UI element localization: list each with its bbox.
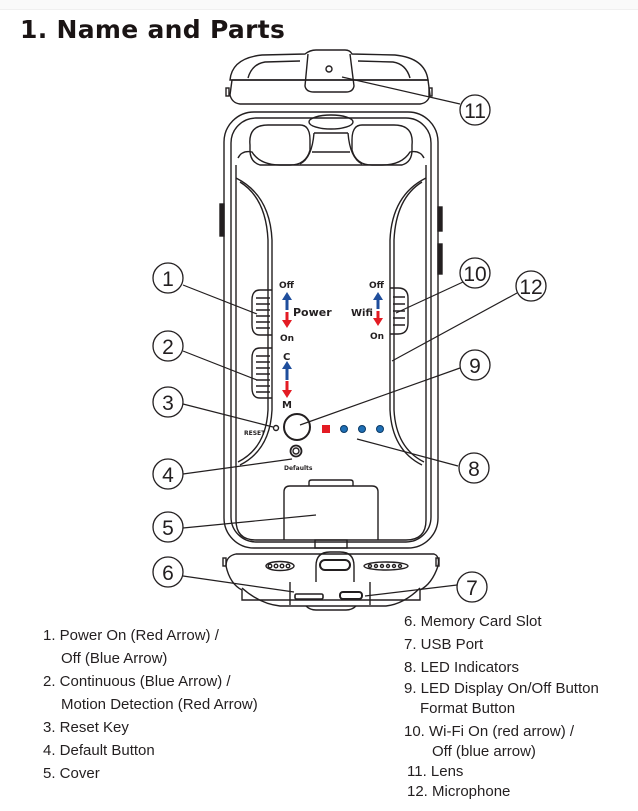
svg-text:1: 1 [162, 268, 174, 291]
usb-port [339, 591, 363, 600]
mode-m-label: M [282, 400, 292, 411]
legend-item: 11. Lens [407, 763, 464, 780]
callout-4: 4 [152, 458, 184, 490]
svg-text:7: 7 [466, 577, 478, 600]
parts-legend-left: 1. Power On (Red Arrow) / Off (Blue Arro… [43, 624, 258, 785]
callout-12: 12 [515, 270, 547, 302]
lens-icon [325, 65, 333, 73]
callout-8: 8 [458, 452, 490, 484]
wifi-on-label: On [370, 332, 384, 342]
legend-item-continuation: Off (Blue Arrow) [61, 650, 168, 667]
wifi-off-arrow-icon [373, 292, 383, 309]
mode-m-arrow-icon [282, 381, 292, 398]
callout-7: 7 [456, 571, 488, 603]
legend-item: 9. LED Display On/Off Button [404, 680, 599, 697]
top-cap [225, 49, 433, 105]
legend-item: 7. USB Port [404, 636, 484, 653]
memory-card-slot [294, 593, 324, 600]
legend-item: 8. LED Indicators [404, 659, 520, 676]
page-top-bar [0, 0, 638, 10]
cover[interactable] [283, 479, 379, 549]
callout-3: 3 [152, 386, 184, 418]
defaults-label: Defaults [284, 465, 313, 472]
reset-label: RESET [244, 430, 266, 437]
reset-key[interactable] [272, 424, 280, 432]
power-label: Power [293, 306, 332, 319]
led-display-button[interactable] [283, 413, 311, 441]
wifi-label: Wifi [351, 308, 373, 319]
led-indicator-blue [376, 425, 384, 433]
side-button-right-1 [437, 206, 443, 232]
legend-item-continuation: Motion Detection (Red Arrow) [61, 696, 258, 713]
wifi-off-label: Off [369, 281, 385, 291]
svg-text:6: 6 [162, 562, 174, 585]
wifi-on-arrow-icon [373, 311, 383, 326]
power-on-arrow-icon [282, 312, 292, 328]
mode-switch[interactable] [251, 347, 272, 399]
svg-text:4: 4 [162, 464, 174, 487]
parts-legend-right: 6. Memory Card Slot 7. USB Port 8. LED I… [404, 610, 599, 802]
callout-11: 11 [459, 94, 491, 126]
led-indicator-red [322, 425, 330, 433]
svg-text:12: 12 [519, 276, 542, 299]
callout-5: 5 [152, 511, 184, 543]
svg-text:2: 2 [162, 336, 174, 359]
default-button[interactable] [289, 444, 303, 458]
svg-text:10: 10 [463, 263, 486, 286]
svg-text:11: 11 [464, 100, 486, 123]
legend-item-continuation: Off (blue arrow) [432, 743, 536, 760]
power-off-arrow-icon [282, 292, 292, 310]
side-button-right-2 [437, 243, 443, 275]
legend-item: 6. Memory Card Slot [404, 613, 542, 630]
power-on-label: On [280, 334, 294, 344]
legend-item: 4. Default Button [43, 742, 155, 759]
svg-text:5: 5 [162, 517, 174, 540]
svg-text:3: 3 [162, 392, 174, 415]
svg-text:9: 9 [469, 355, 481, 378]
legend-item-continuation: Format Button [420, 700, 516, 717]
mode-c-arrow-icon [282, 361, 292, 380]
legend-item: 3. Reset Key [43, 719, 129, 736]
legend-item: 2. Continuous (Blue Arrow) / [43, 673, 231, 690]
mode-c-label: C [283, 352, 290, 363]
legend-item: 10. Wi-Fi On (red arrow) / [404, 723, 575, 740]
callout-1: 1 [152, 262, 184, 294]
led-indicator-blue [340, 425, 348, 433]
led-indicator-blue [358, 425, 366, 433]
power-off-label: Off [279, 281, 295, 291]
svg-text:8: 8 [468, 458, 480, 481]
legend-item: 5. Cover [43, 765, 100, 782]
page-title: 1. Name and Parts [20, 15, 286, 44]
power-switch[interactable] [251, 289, 272, 336]
side-button-left [219, 203, 225, 237]
callout-10: 10 [459, 257, 491, 289]
callout-9: 9 [459, 349, 491, 381]
leader-lines [182, 76, 518, 597]
legend-item: 12. Microphone [407, 783, 511, 800]
callout-6: 6 [152, 556, 184, 588]
bottom-unit [222, 551, 440, 611]
callout-2: 2 [152, 330, 184, 362]
legend-item: 1. Power On (Red Arrow) / [43, 627, 219, 644]
